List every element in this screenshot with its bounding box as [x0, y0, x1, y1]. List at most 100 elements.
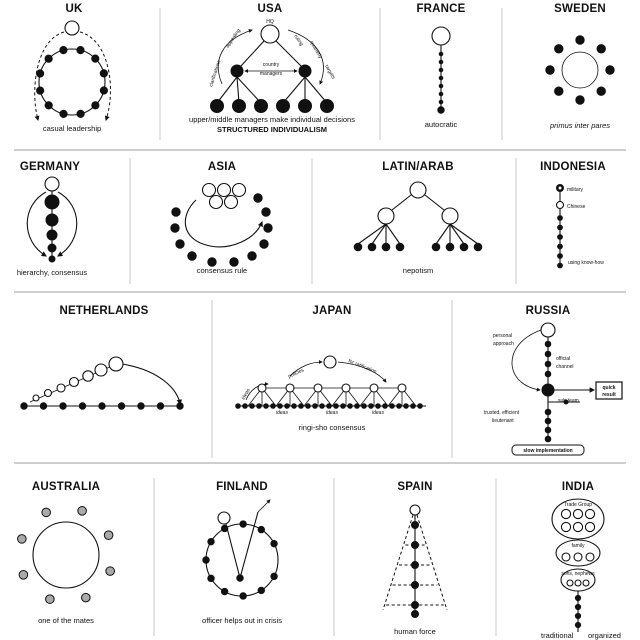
russia-lieutenant: lieutenant — [492, 418, 514, 424]
france-caption: autocratic — [425, 120, 458, 129]
india-sons-member — [574, 579, 582, 587]
sweden-member-node — [596, 44, 606, 54]
finland-member-node — [207, 537, 215, 546]
japan-ratification: for ratification — [347, 358, 377, 375]
panel-asia: ASIA consensus rule — [170, 161, 273, 275]
russia-subteam: sub-team — [558, 398, 579, 404]
indonesia-chain-node — [557, 215, 563, 221]
finland-member-node — [270, 539, 278, 548]
uk-title: UK — [65, 3, 83, 15]
japan-staff-node — [347, 403, 353, 409]
india-trade-member — [560, 508, 572, 520]
japan-staff-node — [270, 403, 276, 409]
germany-node — [47, 243, 57, 253]
finland-caption: officer helps out in crisis — [202, 616, 282, 625]
uk-leader-node — [64, 20, 80, 36]
netherlands-member-nodes — [20, 363, 184, 410]
latin-arab-link — [449, 223, 465, 245]
panel-uk: UK casual leadership — [34, 3, 111, 133]
japan-staff-node — [389, 403, 395, 409]
latin-arab-family-node — [441, 207, 459, 225]
latin-arab-relative-node — [445, 242, 455, 252]
japan-staff-node — [256, 403, 262, 409]
germany-node — [45, 213, 59, 227]
india-family-member — [573, 552, 583, 562]
panel-australia: AUSTRALIA one of the mates — [17, 481, 115, 625]
russia-channel: channel — [556, 364, 574, 370]
asia-member-node — [253, 193, 263, 203]
india-trade-group-label: Trade Group — [564, 502, 592, 508]
france-chain-node — [438, 99, 444, 105]
netherlands-member-node — [137, 402, 145, 410]
japan-staff-node — [305, 403, 311, 409]
japan-staff-node — [375, 403, 381, 409]
panel-france: FRANCE autocratic — [416, 3, 465, 129]
finland-member-node — [220, 587, 229, 596]
japan-ideas-arrow — [245, 382, 269, 401]
indonesia-chain-node — [557, 253, 563, 259]
usa-link — [239, 40, 265, 68]
indonesia-military: military — [567, 187, 583, 193]
panel-germany: GERMANY hierarchy, consensus — [17, 161, 88, 277]
indonesia-chain-nodes — [557, 215, 563, 269]
germany-arc-right — [57, 191, 78, 257]
usa-staff-node — [232, 99, 246, 113]
spain-left-edge — [382, 514, 414, 611]
usa-staff-node — [298, 99, 312, 113]
usa-country-label: country — [263, 62, 280, 68]
asia-leader-node — [216, 182, 232, 198]
japan-staff-node — [403, 403, 409, 409]
france-leader-node — [431, 26, 451, 46]
spain-rank-node — [411, 581, 419, 589]
asia-member-node — [170, 223, 180, 233]
sweden-member-node — [554, 44, 564, 54]
latin-arab-link — [371, 223, 387, 245]
latin-arab-relative-node — [353, 242, 363, 252]
sweden-member-node — [575, 95, 585, 105]
australia-member-node — [81, 592, 91, 603]
latin-arab-relative-node — [459, 242, 469, 252]
india-trade-members — [560, 508, 596, 533]
usa-targets: targets — [323, 64, 336, 81]
usa-appealing-arrow — [217, 29, 253, 85]
latin-arab-caption: nepotism — [403, 266, 433, 275]
uk-member-node — [59, 46, 68, 55]
uk-caption: casual leadership — [43, 124, 101, 133]
japan-staff-node — [277, 403, 283, 409]
india-organized: organized — [588, 631, 621, 640]
australia-member-node — [105, 566, 115, 576]
panel-indonesia: INDONESIA military Chinese using know-ho… — [540, 161, 606, 269]
uk-member-node — [36, 69, 45, 78]
usa-managers-label: managers — [260, 71, 283, 77]
france-chain-nodes — [438, 51, 444, 105]
usa-caption-2: STRUCTURED INDIVIDUALISM — [217, 125, 327, 134]
japan-staff-node — [396, 403, 402, 409]
russia-chain-node — [544, 360, 552, 368]
asia-member-nodes — [170, 193, 273, 267]
latin-arab-relative-node — [473, 242, 483, 252]
russia-chain-node — [544, 435, 552, 443]
japan-middle-node — [397, 383, 407, 393]
japan-staff-node — [298, 403, 304, 409]
finland-officer-node — [217, 511, 231, 525]
australia-member-nodes — [17, 506, 115, 604]
australia-member-node — [41, 507, 51, 518]
germany-arc-left — [26, 191, 47, 257]
india-trade-member — [572, 508, 584, 520]
japan-middle-node — [369, 383, 379, 393]
netherlands-arc — [121, 363, 183, 406]
netherlands-rising-node — [94, 363, 108, 377]
japan-ideas: ideas — [241, 387, 252, 401]
australia-member-node — [45, 594, 55, 604]
india-family: family — [571, 543, 585, 549]
japan-staff-node — [284, 403, 290, 409]
indonesia-chain-node — [557, 234, 563, 240]
netherlands-rising-node — [32, 394, 40, 402]
spain-title: SPAIN — [397, 481, 432, 493]
germany-title: GERMANY — [20, 161, 80, 173]
panel-finland: FINLAND officer helps out in crisis — [202, 481, 282, 625]
usa-staff-node — [320, 99, 334, 113]
russia-personal: personal — [493, 333, 512, 339]
asia-member-node — [187, 251, 197, 261]
